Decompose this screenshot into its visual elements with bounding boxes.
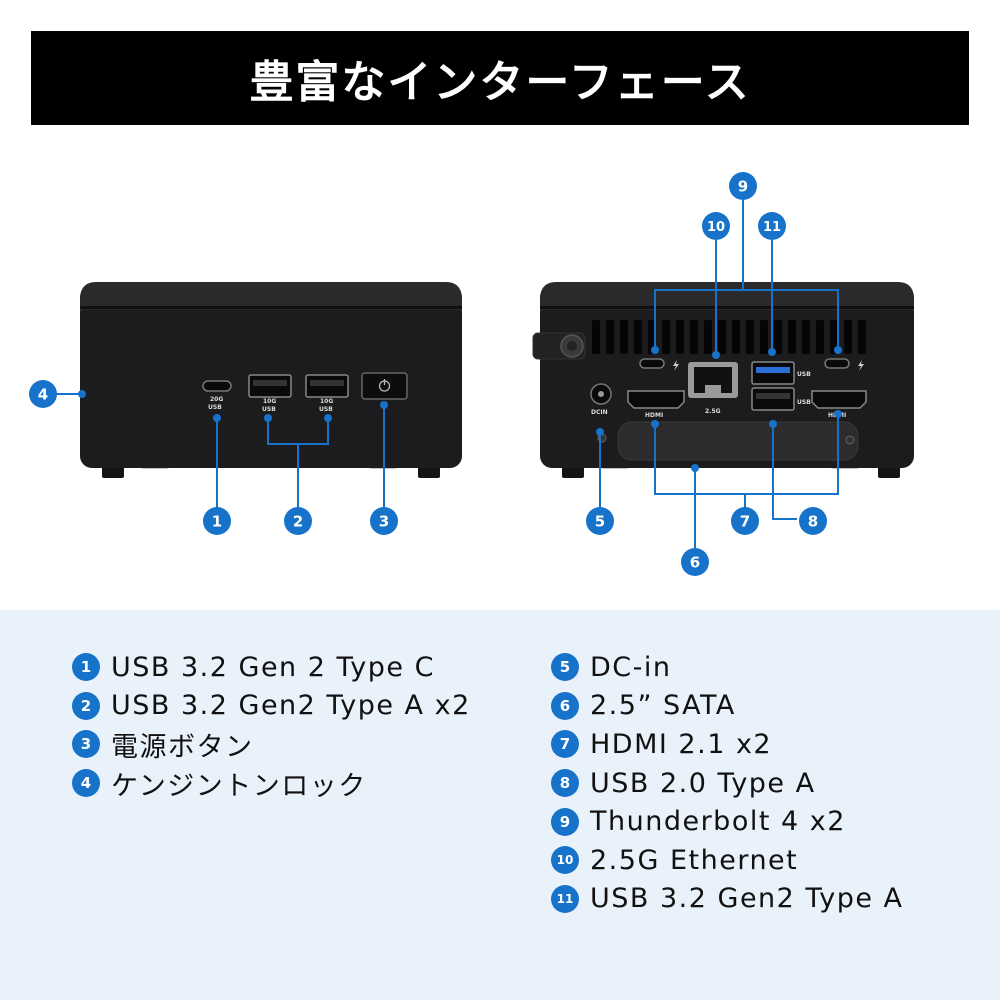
legend-label: Thunderbolt 4 x2 xyxy=(590,806,846,838)
callout-1: 1 xyxy=(203,507,231,535)
legend-number: 4 xyxy=(72,769,100,798)
legend-number: 7 xyxy=(551,730,579,759)
back-hdmi1-label: HDMI xyxy=(645,412,663,419)
back-usb3-label: USB xyxy=(797,371,811,378)
back-eth-label: 2.5G xyxy=(705,408,721,415)
legend-label: USB 2.0 Type A xyxy=(590,767,816,799)
legend-item: 9 Thunderbolt 4 x2 xyxy=(551,802,904,841)
legend-item: 5 DC-in xyxy=(551,648,904,687)
svg-text:1: 1 xyxy=(212,513,222,531)
callout-10: 10 xyxy=(702,212,730,240)
legend-item: 10 2.5G Ethernet xyxy=(551,841,904,880)
front-usb-a1-speed: 10G xyxy=(263,398,276,405)
back-vents xyxy=(592,320,866,354)
legend-label: USB 3.2 Gen2 Type A x2 xyxy=(111,690,471,722)
legend-item: 11 USB 3.2 Gen2 Type A xyxy=(551,880,904,919)
legend-number: 2 xyxy=(72,691,100,720)
back-callout-dots xyxy=(596,346,842,472)
callout-4: 4 xyxy=(29,380,57,408)
front-usb-a1-label: USB xyxy=(262,406,276,413)
legend-left-column: 1 USB 3.2 Gen 2 Type C 2 USB 3.2 Gen2 Type… xyxy=(72,648,471,802)
front-usb-a-port-1: 10G USB xyxy=(248,374,292,413)
front-usb-c-speed: 20G xyxy=(210,396,223,403)
product-figure: 20G USB 10G USB 10G USB xyxy=(29,172,914,576)
legend-label: USB 3.2 Gen2 Type A xyxy=(590,883,904,915)
front-power-button xyxy=(361,372,408,400)
back-thunderbolt-port-2 xyxy=(824,358,864,371)
legend-number: 3 xyxy=(72,730,100,759)
legend-number: 9 xyxy=(551,807,579,836)
callout-5: 5 xyxy=(586,507,614,535)
legend-number: 8 xyxy=(551,769,579,798)
front-usb-c-label: USB xyxy=(208,404,222,411)
callout-7: 7 xyxy=(731,507,759,535)
legend-number: 11 xyxy=(551,884,579,913)
legend-label: USB 3.2 Gen 2 Type C xyxy=(111,651,435,683)
front-callout-lines xyxy=(56,393,385,508)
callout-8: 8 xyxy=(799,507,827,535)
callout-6: 6 xyxy=(681,548,709,576)
front-device: 20G USB 10G USB 10G USB xyxy=(80,282,462,478)
callout-3: 3 xyxy=(370,507,398,535)
legend-label: 2.5” SATA xyxy=(590,690,736,722)
back-hdmi-port-1: HDMI xyxy=(627,390,685,419)
legend-number: 10 xyxy=(551,846,579,875)
front-usb-a2-label: USB xyxy=(319,406,333,413)
legend-item: 3 電源ボタン xyxy=(72,725,471,764)
legend-label: HDMI 2.1 x2 xyxy=(590,728,773,760)
svg-text:8: 8 xyxy=(808,513,818,531)
legend-item: 2 USB 3.2 Gen2 Type A x2 xyxy=(72,687,471,726)
back-usb2-port: USB xyxy=(751,387,811,411)
svg-text:10: 10 xyxy=(707,220,725,235)
callout-9: 9 xyxy=(729,172,757,200)
front-callout-dots xyxy=(78,390,388,422)
legend-label: 2.5G Ethernet xyxy=(590,844,799,876)
legend-right-column: 5 DC-in 6 2.5” SATA 7 HDMI 2.1 x2 8 USB 2.0 … xyxy=(551,648,904,918)
legend-number: 6 xyxy=(551,691,579,720)
svg-text:7: 7 xyxy=(740,513,750,531)
svg-text:9: 9 xyxy=(738,178,748,196)
svg-text:6: 6 xyxy=(690,554,700,572)
legend-item: 1 USB 3.2 Gen 2 Type C xyxy=(72,648,471,687)
back-dcin-label: DCIN xyxy=(591,409,608,416)
callout-11: 11 xyxy=(758,212,786,240)
svg-text:4: 4 xyxy=(38,386,48,404)
svg-text:11: 11 xyxy=(763,220,781,235)
svg-text:2: 2 xyxy=(293,513,303,531)
legend-item: 7 HDMI 2.1 x2 xyxy=(551,725,904,764)
legend-item: 8 USB 2.0 Type A xyxy=(551,764,904,803)
back-usb2-label: USB xyxy=(797,399,811,406)
front-usb-c-port: 20G USB xyxy=(202,380,232,411)
front-usb-a-port-2: 10G USB xyxy=(305,374,349,413)
svg-text:5: 5 xyxy=(595,513,605,531)
front-usb-a2-speed: 10G xyxy=(320,398,333,405)
legend-label: ケンジントンロック xyxy=(111,770,367,802)
back-callout-lines xyxy=(599,200,839,548)
svg-text:3: 3 xyxy=(379,513,389,531)
legend-label: 電源ボタン xyxy=(111,731,254,763)
back-ethernet-port: 2.5G xyxy=(688,362,738,415)
legend-label: DC-in xyxy=(590,651,672,683)
back-usb3-port: USB xyxy=(751,361,811,385)
legend-item: 4 ケンジントンロック xyxy=(72,764,471,803)
back-device: DCIN 2.5G USB USB xyxy=(532,282,914,478)
back-thunderbolt-port-1 xyxy=(639,358,679,371)
page-title: 豊富なインターフェース xyxy=(249,57,751,108)
title-bar: 豊富なインターフェース xyxy=(31,31,969,125)
back-lock-knob xyxy=(532,332,586,360)
legend-number: 1 xyxy=(72,653,100,682)
callout-2: 2 xyxy=(284,507,312,535)
legend-item: 6 2.5” SATA xyxy=(551,687,904,726)
legend-number: 5 xyxy=(551,653,579,682)
back-sata-cover xyxy=(617,421,859,461)
